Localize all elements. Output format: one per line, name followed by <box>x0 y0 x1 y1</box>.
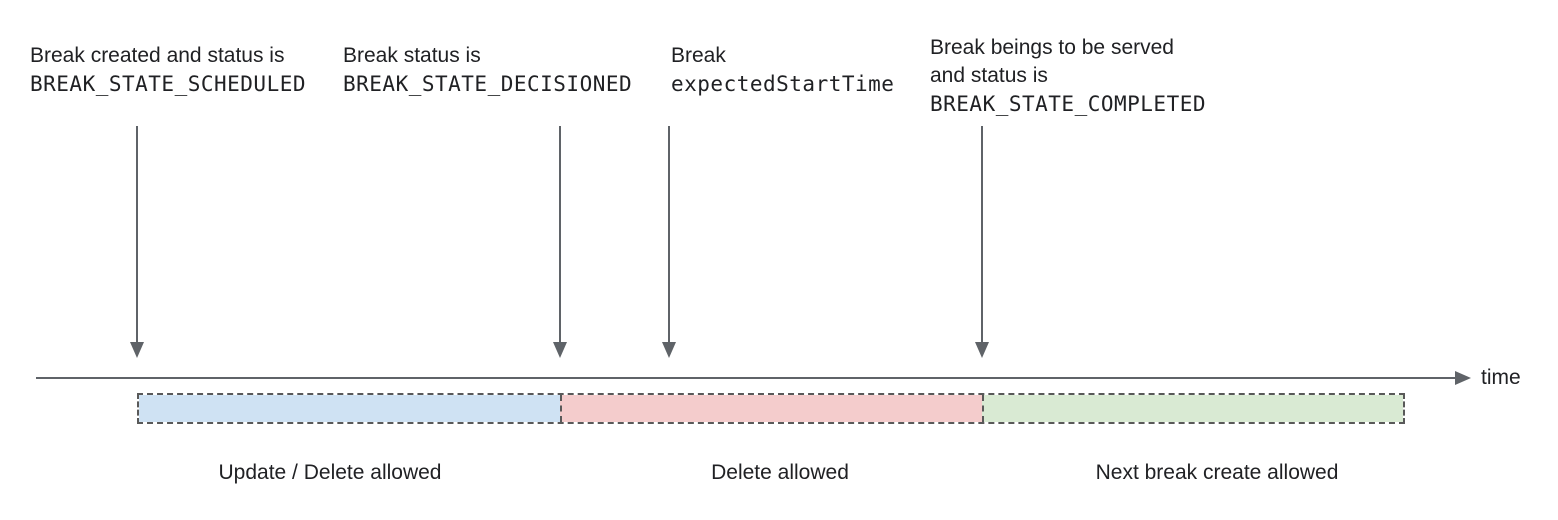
annotation-text: Break beings to be served <box>930 36 1174 59</box>
label-next-break-allowed: Next break create allowed <box>1095 461 1339 484</box>
arrow-head <box>975 342 989 358</box>
arrow-head <box>662 342 676 358</box>
label-delete-allowed: Delete allowed <box>711 461 849 484</box>
state-code-label: BREAK_STATE_SCHEDULED <box>30 72 307 96</box>
state-period-bar <box>137 393 1405 424</box>
annotation-break-decisioned: Break status is BREAK_STATE_DECISIONED <box>343 42 632 98</box>
field-code-label: expectedStartTime <box>671 72 895 96</box>
arrow-shaft <box>136 126 138 344</box>
segment-update-delete-allowed <box>139 395 560 422</box>
annotation-text: Break status is <box>343 44 481 67</box>
label-update-delete-allowed: Update / Delete allowed <box>218 461 442 484</box>
arrow-shaft <box>668 126 670 344</box>
annotation-text: and status is <box>930 64 1048 87</box>
right-arrow-icon <box>1455 371 1471 385</box>
segment-delete-allowed <box>560 395 982 422</box>
annotation-expected-start-time: Break expectedStartTime <box>671 42 894 98</box>
annotation-text: Break <box>671 44 726 67</box>
arrow-shaft <box>559 126 561 344</box>
down-arrow-completed-icon <box>975 126 989 358</box>
arrow-head <box>553 342 567 358</box>
arrow-head <box>130 342 144 358</box>
time-axis-line <box>36 377 1456 379</box>
annotation-break-completed: Break beings to be served and status is … <box>930 34 1206 118</box>
state-code-label: BREAK_STATE_DECISIONED <box>343 72 633 96</box>
down-arrow-expected-start-icon <box>662 126 676 358</box>
annotation-break-scheduled: Break created and status is BREAK_STATE_… <box>30 42 306 98</box>
state-code-label: BREAK_STATE_COMPLETED <box>930 92 1207 116</box>
arrow-shaft <box>981 126 983 344</box>
down-arrow-scheduled-icon <box>130 126 144 358</box>
segment-next-break-allowed <box>982 395 1403 422</box>
time-axis-label: time <box>1481 366 1521 389</box>
annotation-text: Break created and status is <box>30 44 285 67</box>
down-arrow-decisioned-icon <box>553 126 567 358</box>
